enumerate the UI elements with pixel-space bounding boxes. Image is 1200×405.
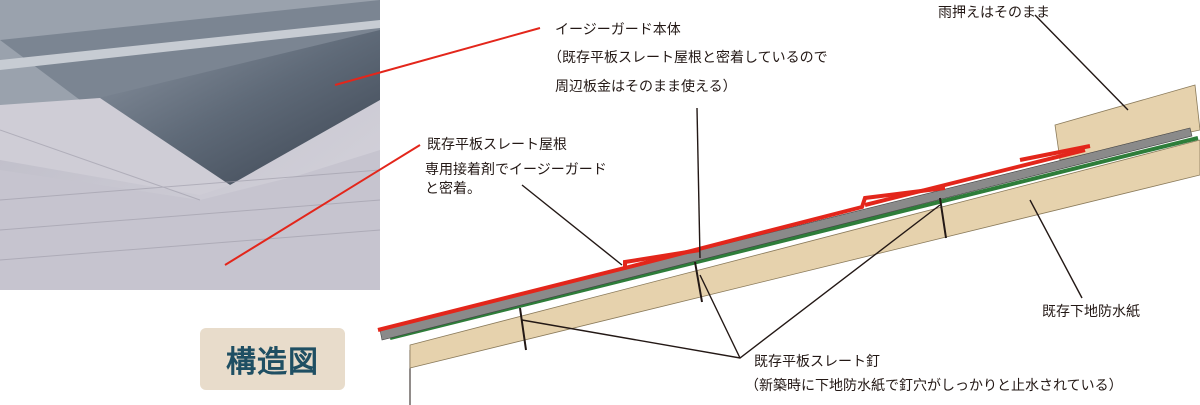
label-easy-guard-note-1: （既存平板スレート屋根と密着しているので — [548, 50, 828, 66]
nails — [519, 197, 947, 351]
roof-cross-section — [377, 14, 1200, 405]
label-slate-nail: 既存平板スレート釘 — [754, 354, 880, 370]
ridge-board — [1054, 84, 1200, 161]
label-adhesive-note-2: と密着。 — [425, 181, 481, 197]
label-underlayment: 既存下地防水紙 — [1042, 304, 1140, 320]
label-adhesive-note-1: 専用接着剤でイージーガード — [425, 162, 607, 178]
leader-lines — [521, 14, 1129, 359]
label-slate-nail-note: （新築時に下地防水紙で釘穴がしっかりと止水されている） — [745, 378, 1123, 394]
leader-line-slate — [224, 144, 421, 266]
diagram-title: 構造図 — [200, 328, 345, 390]
slate-layer — [379, 127, 1193, 341]
leader-line-guard — [334, 27, 541, 86]
label-existing-slate-roof: 既存平板スレート屋根 — [427, 137, 567, 153]
underlayment-layer — [389, 136, 1199, 340]
label-easy-guard-main: イージーガード本体 — [555, 22, 681, 38]
label-easy-guard-note-2: 周辺板金はそのまま使える） — [555, 79, 737, 95]
diagram-title-text: 構造図 — [226, 345, 319, 380]
label-ridge-cover: 雨押えはそのまま — [938, 5, 1050, 21]
easy-guard-layer — [377, 144, 1091, 332]
roof-photo — [0, 0, 541, 290]
